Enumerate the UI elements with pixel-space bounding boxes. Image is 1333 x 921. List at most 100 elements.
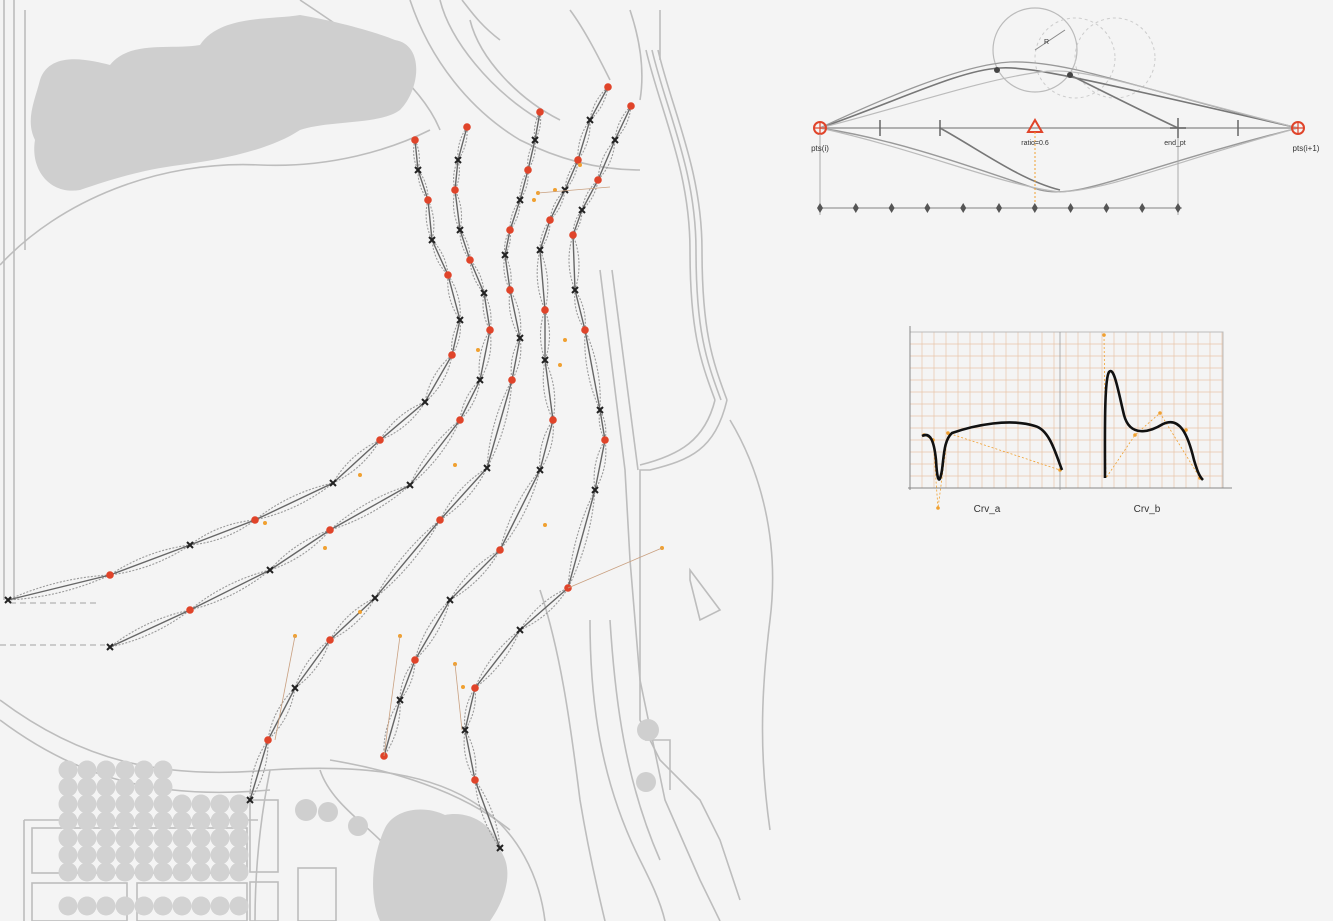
flow-node bbox=[604, 83, 612, 91]
tree-dot bbox=[153, 811, 173, 831]
tree-dot bbox=[96, 794, 116, 814]
flow-node bbox=[486, 326, 494, 334]
flow-cross-marker bbox=[454, 156, 462, 164]
flow-cross-marker bbox=[246, 796, 254, 804]
flow-cross-marker bbox=[421, 398, 429, 406]
flow-node bbox=[411, 136, 419, 144]
flow-cross-marker bbox=[446, 596, 454, 604]
tree-dot bbox=[210, 828, 230, 848]
flow-cross-marker bbox=[536, 246, 544, 254]
flow-cross-marker bbox=[571, 286, 579, 294]
flow-cross-marker bbox=[461, 726, 469, 734]
flow-cross-marker bbox=[456, 226, 464, 234]
flow-node bbox=[574, 156, 582, 164]
control-point bbox=[358, 610, 362, 614]
flow-node bbox=[466, 256, 474, 264]
curve-graph-panel: Crv_a Crv_b bbox=[908, 326, 1232, 515]
tree-dot bbox=[229, 794, 249, 814]
tree-dot bbox=[58, 794, 78, 814]
flow-cross-marker bbox=[531, 136, 539, 144]
tree-dot bbox=[77, 811, 97, 831]
tree-dot bbox=[77, 777, 97, 797]
tree-dot bbox=[77, 828, 97, 848]
flow-node bbox=[496, 546, 504, 554]
tree-dot bbox=[229, 896, 249, 916]
flow-node bbox=[471, 776, 479, 784]
flow-node bbox=[536, 108, 544, 116]
tree-dot bbox=[115, 811, 135, 831]
tree-dot bbox=[153, 862, 173, 882]
tree-dot bbox=[77, 760, 97, 780]
control-point bbox=[532, 198, 536, 202]
subdivision-tick bbox=[888, 203, 895, 213]
flow-node bbox=[326, 526, 334, 534]
flow-cross-marker bbox=[536, 466, 544, 474]
tree-dot bbox=[191, 862, 211, 882]
tree-dot bbox=[134, 794, 154, 814]
flow-path bbox=[246, 108, 544, 804]
flow-cross-marker bbox=[456, 316, 464, 324]
tree-dot bbox=[210, 794, 230, 814]
tree-dot bbox=[96, 777, 116, 797]
flow-cross-marker bbox=[371, 594, 379, 602]
flow-cross-marker bbox=[516, 626, 524, 634]
flow-node bbox=[506, 286, 514, 294]
flow-cross-marker bbox=[414, 166, 422, 174]
tree-dot bbox=[77, 845, 97, 865]
flow-cross-marker bbox=[266, 566, 274, 574]
flow-cross-marker bbox=[428, 236, 436, 244]
flow-cross-marker bbox=[561, 186, 569, 194]
flow-node bbox=[264, 736, 272, 744]
tree-dot bbox=[210, 845, 230, 865]
tree-dot bbox=[96, 845, 116, 865]
flow-node bbox=[581, 326, 589, 334]
flow-path bbox=[461, 102, 635, 852]
flow-cross-marker bbox=[329, 479, 337, 487]
label-pts-i1: pts(i+1) bbox=[1293, 144, 1320, 153]
flow-node bbox=[594, 176, 602, 184]
tree-dot bbox=[96, 760, 116, 780]
control-point bbox=[453, 463, 457, 467]
tree-dot bbox=[210, 862, 230, 882]
tree-dot bbox=[172, 794, 192, 814]
flow-node bbox=[424, 196, 432, 204]
subdivision-tick bbox=[960, 203, 967, 213]
tree-dot bbox=[229, 811, 249, 831]
flow-node bbox=[463, 123, 471, 131]
tree-dot bbox=[229, 845, 249, 865]
tree-dot bbox=[115, 862, 135, 882]
tree-dot bbox=[153, 845, 173, 865]
flow-node bbox=[524, 166, 532, 174]
subdivision-tick bbox=[852, 203, 859, 213]
flow-cross-marker bbox=[541, 356, 549, 364]
label-crv-b: Crv_b bbox=[1134, 504, 1161, 515]
tree-dot bbox=[58, 828, 78, 848]
tree-dot bbox=[191, 896, 211, 916]
subdivision-tick bbox=[924, 203, 931, 213]
flow-cross-marker bbox=[106, 643, 114, 651]
flow-node bbox=[549, 416, 557, 424]
tree-dot bbox=[115, 777, 135, 797]
vegetation bbox=[30, 15, 659, 921]
flow-node bbox=[471, 684, 479, 692]
tree-dot bbox=[96, 811, 116, 831]
flow-cross-marker bbox=[186, 541, 194, 549]
tree-dot bbox=[210, 811, 230, 831]
tree-dot bbox=[115, 760, 135, 780]
tree-dot bbox=[134, 845, 154, 865]
tree-dot bbox=[134, 811, 154, 831]
tree-dot bbox=[172, 828, 192, 848]
flow-node bbox=[627, 102, 635, 110]
tree-dot bbox=[153, 760, 173, 780]
tree-dot bbox=[191, 828, 211, 848]
subdivision-tick bbox=[1175, 203, 1181, 213]
tree-dot bbox=[153, 896, 173, 916]
tree-dot bbox=[134, 862, 154, 882]
control-point bbox=[323, 546, 327, 550]
radius-label: R bbox=[1044, 39, 1049, 46]
tree-dot bbox=[229, 862, 249, 882]
tree-dot bbox=[77, 862, 97, 882]
subdivision-tick bbox=[996, 203, 1002, 213]
tree-dot bbox=[115, 896, 135, 916]
